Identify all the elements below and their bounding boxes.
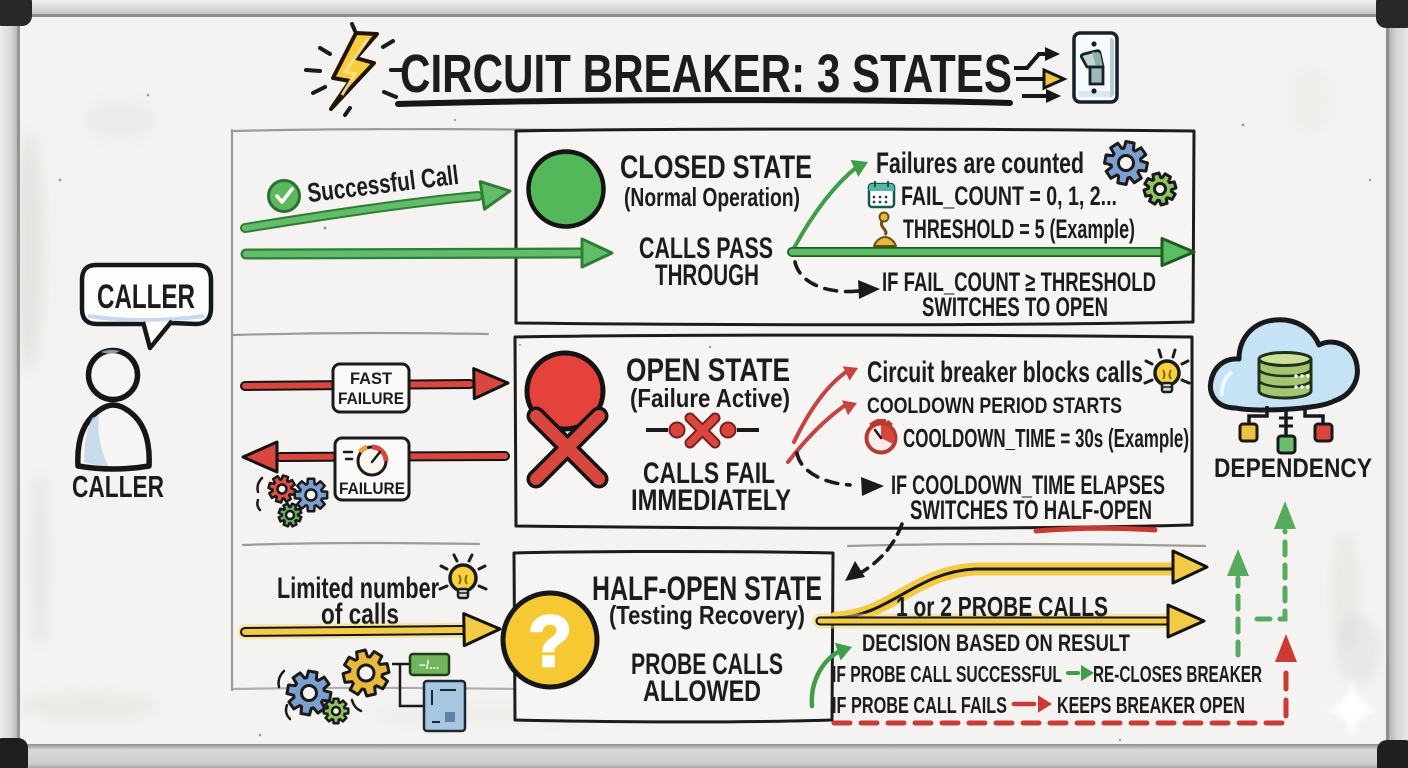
svg-text:RE-CLOSES BREAKER: RE-CLOSES BREAKER [1093, 661, 1262, 687]
svg-text:FAIL_COUNT = 0, 1, 2...: FAIL_COUNT = 0, 1, 2... [901, 181, 1117, 211]
svg-text:−/...: −/... [419, 658, 439, 672]
svg-text:DECISION BASED ON RESULT: DECISION BASED ON RESULT [862, 630, 1130, 657]
svg-text:1 or 2 PROBE CALLS: 1 or 2 PROBE CALLS [896, 591, 1108, 622]
svg-text:SWITCHES TO OPEN: SWITCHES TO OPEN [922, 292, 1108, 322]
svg-text:CLOSED STATE: CLOSED STATE [620, 149, 812, 185]
svg-text:IF COOLDOWN_TIME ELAPSES: IF COOLDOWN_TIME ELAPSES [891, 470, 1165, 500]
svg-text:FAILURE: FAILURE [339, 479, 405, 498]
svg-text:Failures are counted: Failures are counted [876, 147, 1084, 180]
svg-text:CALLS PASS: CALLS PASS [639, 232, 773, 265]
svg-text:Circuit breaker blocks calls: Circuit breaker blocks calls [867, 356, 1143, 389]
svg-text:PROBE CALLS: PROBE CALLS [631, 648, 783, 681]
svg-text:Limited number: Limited number [277, 572, 439, 605]
svg-text:(Failure Active): (Failure Active) [630, 383, 790, 413]
svg-text:IF FAIL_COUNT ≥ THRESHOLD: IF FAIL_COUNT ≥ THRESHOLD [882, 267, 1156, 297]
svg-text:THROUGH: THROUGH [655, 259, 759, 292]
svg-text:CALLER: CALLER [97, 278, 195, 316]
svg-text:SWITCHES TO HALF-OPEN: SWITCHES TO HALF-OPEN [910, 495, 1152, 525]
svg-text:IMMEDIATELY: IMMEDIATELY [631, 484, 791, 517]
svg-text:THRESHOLD = 5 (Example): THRESHOLD = 5 (Example) [903, 214, 1135, 244]
svg-text:FAILURE: FAILURE [338, 389, 404, 408]
svg-text:CIRCUIT BREAKER: 3 STATES: CIRCUIT BREAKER: 3 STATES [400, 44, 1012, 104]
svg-text:ALLOWED: ALLOWED [643, 675, 761, 708]
svg-text:(Testing Recovery): (Testing Recovery) [609, 600, 805, 630]
svg-text:CALLER: CALLER [72, 469, 164, 504]
svg-text:IF PROBE CALL SUCCESSFUL: IF PROBE CALL SUCCESSFUL [832, 661, 1062, 687]
svg-text:HALF-OPEN STATE: HALF-OPEN STATE [592, 570, 822, 608]
svg-text:OPEN STATE: OPEN STATE [626, 352, 790, 388]
svg-text:?: ? [528, 602, 572, 682]
svg-text:COOLDOWN_TIME = 30s (Example): COOLDOWN_TIME = 30s (Example) [903, 423, 1189, 453]
svg-text:(Normal Operation): (Normal Operation) [624, 182, 800, 212]
svg-text:IF PROBE CALL FAILS: IF PROBE CALL FAILS [832, 692, 1007, 718]
svg-text:FAST: FAST [350, 369, 393, 388]
svg-text:CALLS FAIL: CALLS FAIL [643, 457, 775, 490]
svg-text:COOLDOWN PERIOD STARTS: COOLDOWN PERIOD STARTS [867, 393, 1122, 418]
svg-text:KEEPS BREAKER OPEN: KEEPS BREAKER OPEN [1057, 692, 1245, 718]
svg-text:DEPENDENCY: DEPENDENCY [1214, 453, 1372, 483]
